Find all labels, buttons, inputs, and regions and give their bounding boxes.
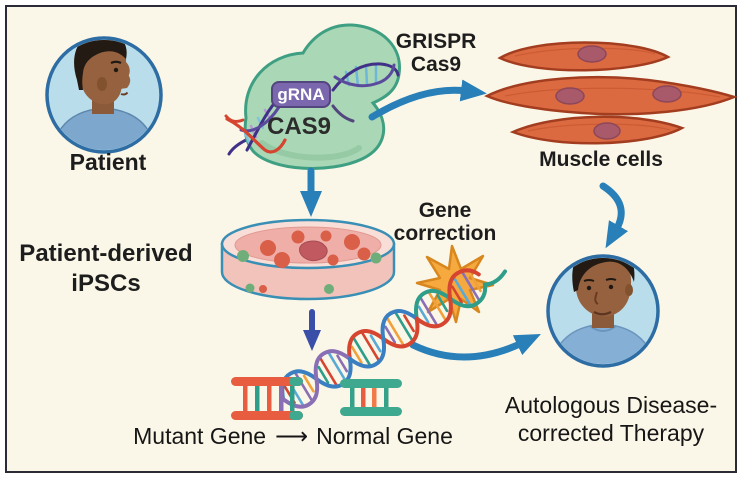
normal-gene-icon [340, 379, 402, 416]
arrow-helix-to-avatar [409, 334, 541, 361]
cas9-label: CAS9 [266, 113, 332, 140]
mutant-gene-label: Mutant Gene [133, 423, 267, 449]
crispr-cas9-label-line1: GRISPR [395, 30, 477, 53]
muscle-cells-icon [484, 41, 738, 145]
gene-correction-line1: Gene [418, 199, 472, 222]
gene-comparison-row: Mutant Gene ⟶ Normal Gene [133, 423, 453, 450]
therapy-label-line1: Autologous Disease- [504, 392, 718, 418]
therapy-avatar [546, 254, 660, 368]
therapy-label: Autologous Disease- corrected Therapy [505, 391, 717, 447]
muscle-cells-label: Muscle cells [539, 148, 663, 171]
ipsc-label-line1: Patient-derived [19, 240, 193, 267]
arrow-muscle-to-avatar [599, 182, 629, 249]
patient-avatar [45, 36, 163, 154]
mutant-gene-icon [231, 377, 303, 420]
therapy-label-line2: corrected Therapy [517, 420, 705, 446]
patient-label: Patient [69, 149, 147, 175]
ipsc-label-line2: iPSCs [71, 270, 141, 297]
gene-correction-label: Gene correction [394, 199, 497, 245]
grna-label: gRNA [277, 84, 325, 104]
gene-correction-line2: correction [393, 222, 497, 245]
crispr-cas9-label: GRISPR Cas9 [396, 30, 477, 76]
normal-gene-label: Normal Gene [316, 423, 453, 449]
arrow-cas9-to-muscle [368, 79, 487, 121]
dna-in-protein-icon [225, 62, 400, 154]
crispr-cas9-label-line2: Cas9 [410, 53, 462, 76]
patient-hair [74, 40, 127, 90]
grna-tag: gRNA [271, 81, 331, 108]
gene-arrow-glyph: ⟶ [275, 423, 308, 449]
patient-derived-ipsc-label: Patient-derived iPSCs [19, 239, 192, 299]
petri-dish-icon [220, 218, 396, 301]
